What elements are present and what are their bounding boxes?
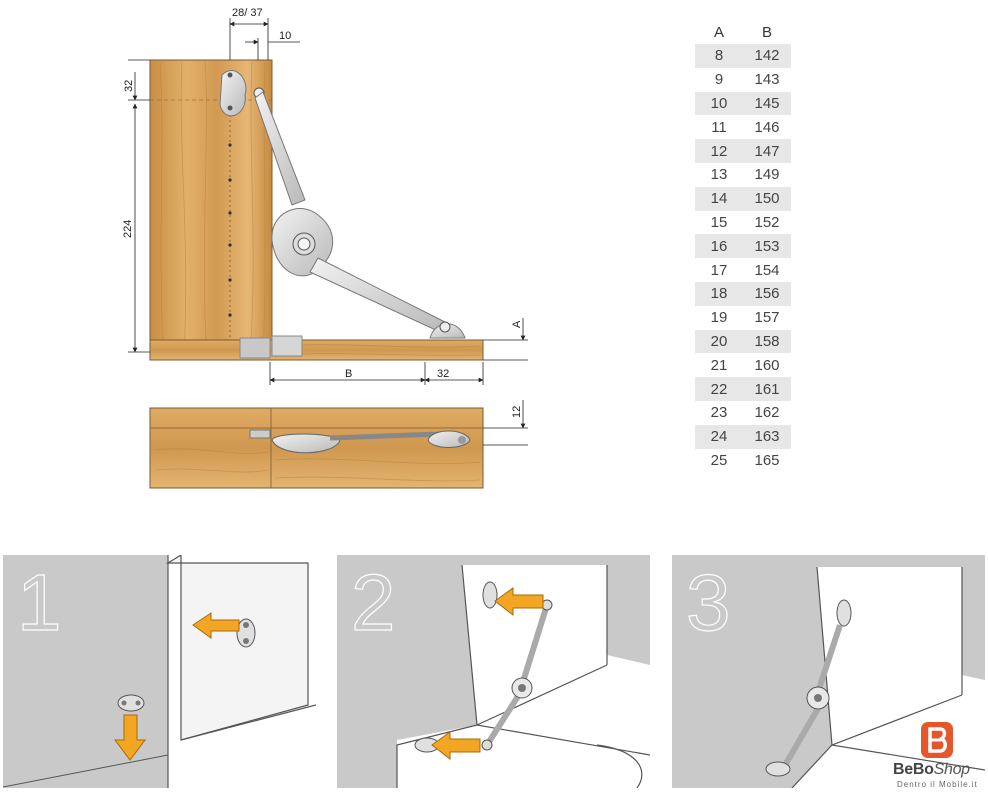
base-bracket-icon	[117, 694, 145, 712]
cell-a: 16	[710, 237, 728, 255]
cell-b: 154	[754, 261, 780, 279]
cell-b: 152	[754, 213, 780, 231]
dim-lower-right: 12	[511, 406, 523, 418]
cell-b: 157	[754, 309, 780, 327]
cell-a: 18	[710, 285, 728, 303]
cell-b: 145	[754, 94, 780, 112]
cell-b: 161	[754, 380, 780, 398]
table-row: 9 143	[695, 68, 791, 92]
cell-b: 147	[754, 142, 780, 160]
dim-pin-offset: 10	[279, 30, 291, 42]
table-header: A B	[695, 20, 791, 44]
cell-a: 12	[710, 142, 728, 160]
table-row: 20 158	[695, 329, 791, 354]
arrow-left-icon	[192, 612, 240, 639]
technical-drawing: 28/ 37 10 32 224 A B 32 12	[122, 7, 528, 489]
table-row: 19 157	[695, 306, 791, 330]
table-row: 8 142	[695, 44, 791, 68]
step-number: 1	[16, 558, 62, 647]
arrow-down-icon	[114, 714, 146, 761]
table-row: 11 146	[695, 115, 791, 139]
table-row: 21 160	[695, 353, 791, 377]
step-panel-2: 2	[337, 555, 650, 788]
cell-a: 25	[710, 451, 728, 469]
stay-arm-closed-icon	[765, 599, 852, 777]
dim-bottom-b: B	[345, 368, 352, 380]
cell-a: 15	[710, 213, 728, 231]
cell-b: 150	[754, 190, 780, 208]
table-row: 22 161	[695, 377, 791, 401]
table-row: 15 152	[695, 211, 791, 235]
door-flap-panel	[149, 335, 484, 361]
arrow-left-lower-icon	[431, 731, 481, 761]
cell-a: 19	[710, 309, 728, 327]
table-row: 13 149	[695, 163, 791, 187]
dimension-lines-upper	[128, 18, 528, 385]
cabinet-side-panel	[149, 59, 273, 361]
cell-a: 9	[714, 71, 724, 89]
table-row: 12 147	[695, 139, 791, 163]
step-1-illustration	[3, 555, 316, 788]
table-row: 24 163	[695, 424, 791, 449]
logo-mark-icon	[921, 722, 953, 758]
table-row: 25 165	[695, 449, 791, 473]
cell-b: 143	[754, 71, 780, 89]
cell-a: 14	[710, 190, 728, 208]
arrow-left-upper-icon	[494, 587, 544, 617]
logo-tagline: Dentro il Mobile.it	[897, 780, 978, 789]
dim-bottom-right: 32	[437, 368, 449, 380]
cell-b: 165	[754, 451, 780, 469]
bebo-shop-logo: BeBoShop Dentro il Mobile.it	[893, 722, 985, 792]
cell-b: 142	[754, 47, 780, 65]
step-2-illustration	[396, 564, 650, 788]
cell-a: 20	[710, 332, 728, 350]
table-row: 23 162	[695, 401, 791, 425]
logo-brand-b: Shop	[933, 761, 970, 778]
cell-a: 8	[714, 47, 724, 65]
cell-a: 24	[710, 428, 728, 446]
cell-b: 160	[754, 356, 780, 374]
lower-view-panel	[149, 407, 484, 489]
cell-a: 21	[710, 356, 728, 374]
table-row: 17 154	[695, 258, 791, 282]
header-b: B	[761, 23, 772, 41]
dim-right-a: A	[511, 320, 523, 328]
lid-stay-mechanism	[219, 70, 466, 339]
cell-a: 10	[710, 94, 728, 112]
dim-left-height: 224	[122, 220, 134, 238]
table-row: 10 145	[695, 91, 791, 116]
cell-b: 153	[754, 237, 780, 255]
dim-top-offset: 28/ 37	[232, 7, 263, 19]
cell-b: 158	[754, 332, 780, 350]
cell-a: 22	[710, 380, 728, 398]
dimension-lines-lower	[483, 400, 528, 446]
cell-a: 11	[711, 118, 727, 136]
header-a: A	[713, 23, 724, 41]
step-number: 2	[350, 558, 396, 647]
cell-b: 156	[754, 285, 780, 303]
hinge-bracket-icon	[236, 618, 256, 648]
cell-b: 162	[754, 404, 780, 422]
cell-b: 149	[754, 166, 780, 184]
logo-brand-a: BeBo	[893, 761, 934, 778]
cell-a: 13	[710, 166, 728, 184]
cell-a: 17	[710, 261, 728, 279]
table-body: 8 142 9 143 10 145 11 146 12 147 13 149 14 150 15 152 16…	[695, 44, 791, 472]
dim-left-top: 32	[123, 80, 135, 92]
step-panel-1: 1	[3, 555, 316, 788]
cell-b: 163	[754, 428, 780, 446]
step-number: 3	[685, 558, 731, 647]
table-row: 18 156	[695, 281, 791, 306]
table-row: 14 150	[695, 186, 791, 211]
cell-b: 146	[754, 118, 780, 136]
logo-brand: BeBoShop	[893, 761, 988, 779]
cell-a: 23	[710, 404, 728, 422]
table-row: 16 153	[695, 234, 791, 259]
